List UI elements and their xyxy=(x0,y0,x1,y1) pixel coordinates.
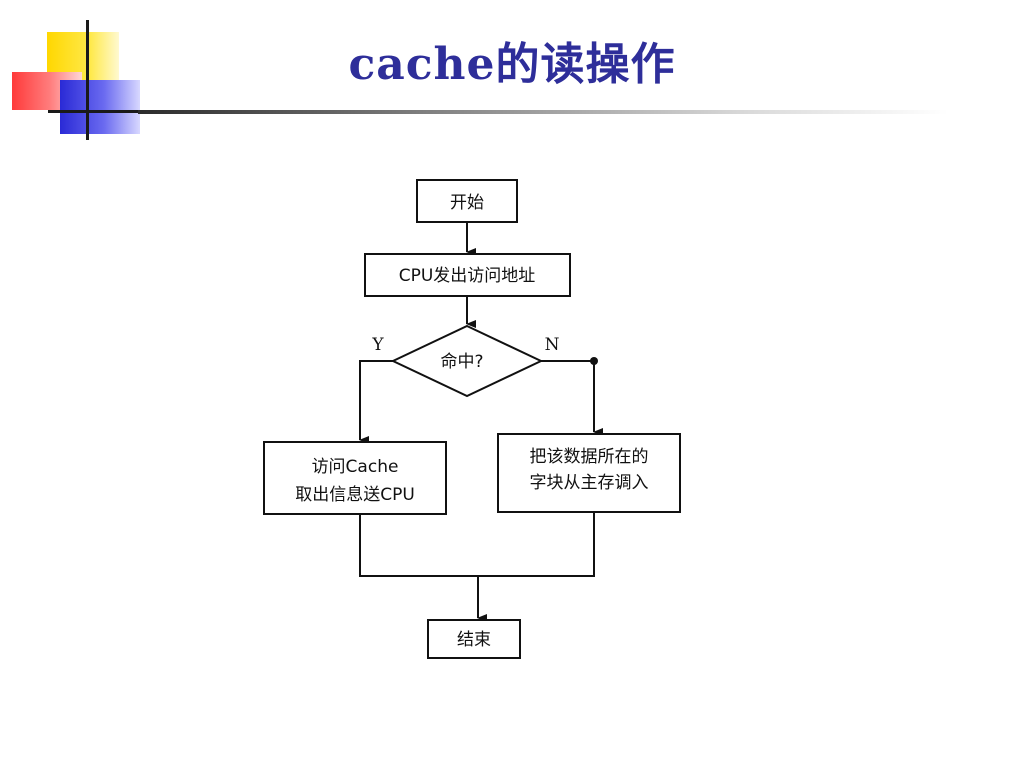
cache-hit-box xyxy=(263,441,447,515)
ornament-horizontal-line xyxy=(48,110,140,113)
start-node: 开始 xyxy=(416,179,518,223)
hit-decision-node: 命中? xyxy=(390,324,544,398)
start-label: 开始 xyxy=(450,193,484,213)
cpu-address-box xyxy=(364,253,571,297)
junction-dot xyxy=(590,357,598,365)
cache-miss-line-1: 把该数据所在的 xyxy=(530,447,649,467)
merge-left-connector xyxy=(359,514,478,577)
cpu-address-node: CPU发出访问地址 xyxy=(364,253,571,297)
decision-label: 命中? xyxy=(440,352,483,372)
end-label: 结束 xyxy=(457,630,491,650)
end-box xyxy=(427,619,521,659)
ornament-blue-square xyxy=(60,80,140,134)
cache-miss-line-2: 字块从主存调入 xyxy=(530,473,649,493)
cache-hit-line-2: 取出信息送CPU xyxy=(295,485,415,505)
no-branch-connector xyxy=(541,360,603,436)
yes-branch-connector xyxy=(359,360,393,444)
cpu-address-label: CPU发出访问地址 xyxy=(399,266,536,286)
yes-label: Y xyxy=(371,335,384,355)
end-node: 结束 xyxy=(427,619,521,659)
no-label: N xyxy=(545,335,560,355)
cache-miss-box xyxy=(497,433,681,513)
title-underline xyxy=(138,110,948,114)
start-box xyxy=(416,179,518,223)
slide-title: cache的读操作 xyxy=(348,39,676,90)
cache-hit-line-1: 访问Cache xyxy=(312,457,399,477)
ornament-vertical-line xyxy=(86,20,89,140)
cache-hit-node: 访问Cache 取出信息送CPU xyxy=(263,441,447,515)
decision-diamond xyxy=(390,324,544,398)
corner-ornament xyxy=(0,0,150,150)
merge-right-connector xyxy=(478,512,595,577)
cache-miss-node: 把该数据所在的 字块从主存调入 xyxy=(497,433,681,513)
